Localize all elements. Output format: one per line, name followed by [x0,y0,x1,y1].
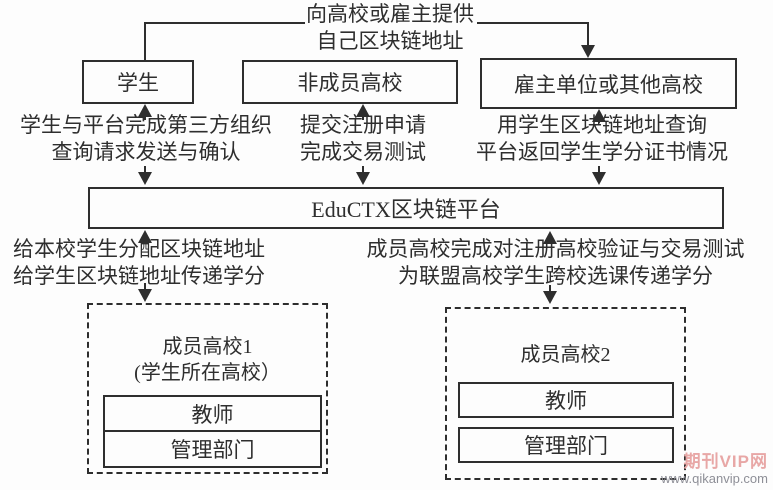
edge-label-line: 完成交易测试 [300,140,426,164]
node-member2-teacher-label: 教师 [545,389,587,413]
edge-label-line: 学生与平台完成第三方组织 [20,113,272,137]
node-employer-label: 雇主单位或其他高校 [514,72,703,97]
edge-label-student-platform: 学生与平台完成第三方组织 查询请求发送与确认 [4,112,288,166]
arrowhead-up-icon [138,104,152,117]
arrowhead-down-icon [138,172,152,185]
top-note-line2: 自己区块链地址 [316,29,464,53]
top-note: 向高校或雇主提供 自己区块链地址 [285,1,495,55]
edge-label-line: 为联盟高校学生跨校选课传递学分 [398,264,713,288]
watermark-brand: 期刊VIP网 [683,452,768,472]
watermark: 期刊VIP网 www.qikanvip.com [661,452,768,486]
edge-label-platform-member1: 给本校学生分配区块链地址 给学生区块链地址传递学分 [13,236,265,290]
edge-label-platform-member2: 成员高校完成对注册高校验证与交易测试 为联盟高校学生跨校选课传递学分 [358,236,753,290]
arrow-stub [598,120,600,123]
node-member2-admin-label: 管理部门 [524,434,608,458]
arrow-stub [144,115,146,120]
arrowhead-down-icon [356,172,370,185]
node-member1-admin: 管理部门 [103,430,322,468]
arrowhead-down-icon [543,291,557,304]
connector-note-employer-hline [477,22,589,24]
edge-label-line: 查询请求发送与确认 [51,140,241,164]
edge-label-line: 给学生区块链地址传递学分 [13,264,265,288]
connector-student-note-hline [144,22,305,24]
node-non-member-university: 非成员高校 [242,60,458,104]
arrowhead-down-icon [138,289,152,302]
edge-label-line: 平台返回学生学分证书情况 [476,140,728,164]
node-member1-teacher: 教师 [103,395,322,432]
connector-note-employer-vline [587,22,589,48]
arrow-stub [549,285,551,292]
watermark-url: www.qikanvip.com [661,470,768,486]
edge-label-line: 成员高校完成对注册高校验证与交易测试 [366,237,745,261]
group-member-university-1 [87,303,328,474]
node-member1-admin-label: 管理部门 [170,438,255,462]
arrow-stub [598,166,600,173]
edge-label-line: 给本校学生分配区块链地址 [13,237,265,261]
member2-title: 成员高校2 [455,342,676,368]
node-non-member-university-label: 非成员高校 [297,71,403,95]
node-member1-teacher-label: 教师 [191,402,234,427]
arrowhead-down-icon [592,172,606,185]
edge-label-employer-platform: 用学生区块链地址查询 平台返回学生学分证书情况 [468,112,736,166]
node-platform-label: EduCTX区块链平台 [311,197,501,222]
member1-title: 成员高校1 (学生所在高校） [97,334,318,386]
arrow-stub [144,283,146,290]
top-note-line1: 向高校或雇主提供 [306,2,474,26]
node-member2-admin: 管理部门 [458,427,674,463]
arrow-stub [362,115,364,120]
edge-label-line: 用学生区块链地址查询 [497,113,707,137]
arrowhead-up-icon [592,109,606,122]
arrowhead-down-icon [581,45,595,58]
node-employer: 雇主单位或其他高校 [480,58,737,109]
node-member2-teacher: 教师 [458,382,674,418]
arrowhead-up-icon [543,231,557,244]
member1-title-line2: (学生所在高校） [134,362,281,384]
edge-label-nonmember-platform: 提交注册申请 完成交易测试 [288,112,438,166]
member1-title-line1: 成员高校1 [162,336,253,358]
connector-student-note-vline [144,22,146,60]
arrowhead-up-icon [138,230,152,243]
arrow-stub [362,166,364,173]
node-platform: EduCTX区块链平台 [88,187,724,229]
node-student: 学生 [82,60,194,104]
group-member-university-2 [445,307,686,480]
arrow-stub [144,166,146,173]
edge-label-line: 提交注册申请 [300,113,426,137]
member2-title-line1: 成员高校2 [520,344,611,366]
node-student-label: 学生 [117,71,159,95]
arrowhead-up-icon [356,104,370,117]
